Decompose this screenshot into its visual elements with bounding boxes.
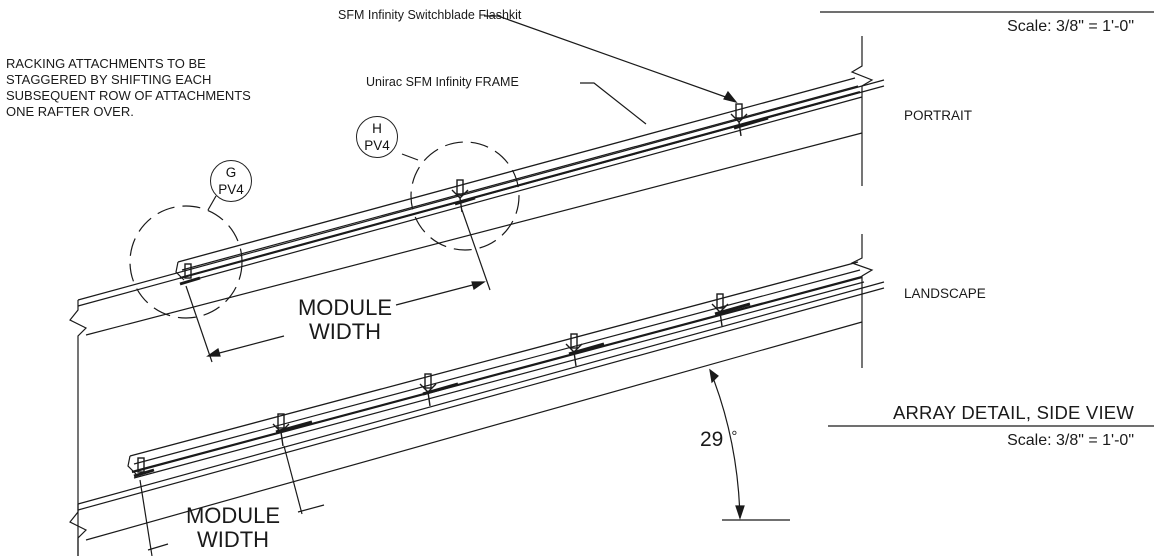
module-width-label-lower: MODULE WIDTH [178, 504, 288, 552]
roof-pitch-label: 29 ° [700, 428, 737, 452]
flashkit-leader [484, 15, 735, 101]
dim-line: WIDTH [308, 319, 382, 344]
attachment-clamp [419, 373, 459, 407]
note-line: STAGGERED BY SHIFTING EACH [6, 72, 212, 87]
attachment-clamp [179, 263, 201, 286]
array-detail-scale: Scale: 3/8" = 1'-0" [1007, 432, 1134, 449]
flashkit-callout: SFM Infinity Switchblade Flashkit [338, 8, 522, 22]
detail-bubble-g[interactable]: G PV4 [210, 160, 252, 202]
racking-note: RACKING ATTACHMENTS TO BE STAGGERED BY S… [6, 56, 386, 120]
dim-line: WIDTH [196, 527, 270, 552]
frame-callout: Unirac SFM Infinity FRAME [366, 75, 519, 89]
bubble-letter: G [225, 165, 237, 180]
module-width-label-upper: MODULE WIDTH [290, 296, 400, 344]
bubble-sheet: PV4 [364, 138, 390, 153]
note-line: ONE RAFTER OVER. [6, 104, 134, 119]
portrait-rafter-break [850, 36, 874, 186]
landscape-rafter-break [850, 234, 874, 368]
landscape-roof-section [69, 261, 885, 556]
dim-line: MODULE [297, 295, 393, 320]
flashkit-arrowhead [723, 90, 738, 104]
attachment-clamp [272, 413, 313, 447]
top-scale-text: Scale: 3/8" = 1'-0" [1007, 18, 1134, 35]
bubble-letter: H [372, 121, 382, 136]
note-line: RACKING ATTACHMENTS TO BE [6, 56, 206, 71]
portrait-roof-section [69, 77, 885, 556]
attachment-clamp [133, 457, 155, 478]
note-line: SUBSEQUENT ROW OF ATTACHMENTS [6, 88, 251, 103]
attachment-clamp [451, 179, 476, 213]
attachment-clamp [730, 103, 769, 137]
bubble-sheet: PV4 [218, 182, 244, 197]
attachment-clamp [565, 333, 605, 367]
attachment-clamp [711, 293, 751, 327]
detail-circle-h [410, 141, 520, 251]
pitch-unit: ° [731, 428, 738, 445]
portrait-attachments [179, 103, 769, 286]
dim-line: MODULE [185, 503, 281, 528]
array-detail-title: ARRAY DETAIL, SIDE VIEW [892, 402, 1134, 423]
bubble-h-leader [401, 153, 419, 161]
bubble-g-leader [207, 195, 217, 211]
detail-bubble-h[interactable]: H PV4 [356, 116, 398, 158]
landscape-label: LANDSCAPE [904, 286, 986, 301]
module-width-dim-upper [185, 209, 491, 363]
pitch-value: 29 [700, 428, 724, 451]
module-width-dim-lower [139, 445, 325, 556]
detail-circle-g [129, 205, 243, 319]
landscape-attachments [133, 293, 751, 478]
roof-pitch-dimension [709, 368, 790, 521]
frame-leader [580, 82, 647, 125]
portrait-label: PORTRAIT [904, 108, 973, 123]
